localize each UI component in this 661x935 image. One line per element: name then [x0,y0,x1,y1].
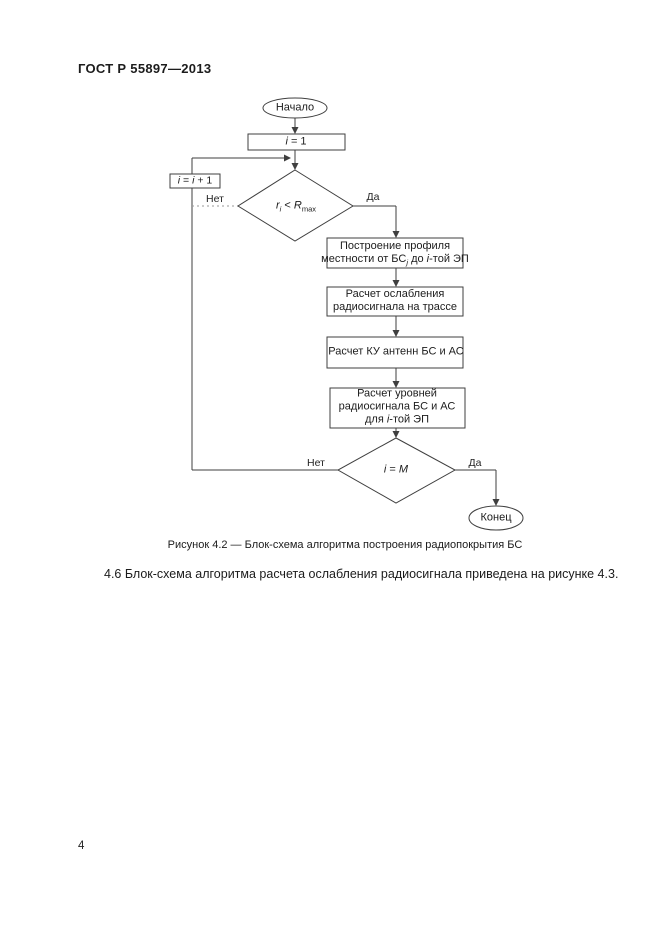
init-label: i = 1 [285,136,306,149]
no1-text: Нет [206,193,224,205]
body-paragraph: 4.6 Блок-схема алгоритма расчета ослабле… [104,567,619,581]
inc-rest: + 1 [194,174,213,187]
inc-eq: = [180,174,193,187]
p2-line1: Расчет ослабления [345,288,445,300]
decision2-label: i = M [384,464,408,477]
p4-line3-var: i [386,413,390,426]
decision2-diamond [336,437,457,504]
d1-op: < [281,199,294,212]
process3-box [326,336,464,369]
init-box [247,133,346,151]
p4-line2: радиосигнала БС и АС [338,400,456,413]
init-rest: = 1 [287,135,307,148]
process3-label: Расчет КУ антенн БС и АС [328,346,463,359]
yes2-label: Да [469,457,482,469]
document-header: ГОСТ Р 55897—2013 [78,61,212,76]
process4-label: Расчет уровней радиосигнала БС и АС для … [339,388,456,427]
p1-line2-pre: местности от БС [321,253,407,265]
inc-var2: i [192,174,195,187]
d2-var: i [383,463,387,476]
p4-line3-post: -той ЭП [389,413,430,426]
p4-line3-pre: для [364,413,387,426]
yes1-text: Да [366,191,380,203]
d2-eq: = [386,463,399,476]
decision1-diamond [237,169,354,242]
process2-box [326,286,464,317]
decision1-label: ri < Rmax [276,200,316,213]
process2-label: Расчет ослабления радиосигнала на трассе [333,288,457,314]
p1-line2-sub: j [406,258,409,268]
d1-bound: R [293,199,302,212]
increment-box [169,173,221,189]
start-label: Начало [276,102,314,115]
end-text: Конец [480,511,512,524]
figure-caption: Рисунок 4.2 — Блок-схема алгоритма постр… [167,539,523,551]
process1-label: Построение профиля местности от БСj до i… [321,240,469,266]
no2-text: Нет [307,457,325,469]
p3-line1: Расчет КУ антенн БС и АС [328,345,464,358]
d2-value: M [398,463,409,476]
p4-line1: Расчет уровней [357,387,437,400]
page-number: 4 [78,840,85,852]
p1-line2-var: i [426,253,430,265]
no2-label: Нет [307,457,325,469]
increment-label: i = i + 1 [178,175,212,188]
p1-line2-post: -той ЭП [429,253,469,265]
end-label: Конец [480,512,511,525]
start-text: Начало [275,101,315,114]
yes1-label: Да [367,191,380,203]
no1-label: Нет [206,193,224,205]
process4-box [329,387,466,429]
d1-var: r [275,199,280,212]
p1-line2-mid: до [408,253,427,265]
arrowheads [284,127,500,506]
d1-var-sub: i [279,204,282,214]
yes2-text: Да [468,457,482,469]
init-var: i [285,135,288,148]
d1-bound-sub: max [301,204,317,214]
p2-line2: радиосигнала на трассе [333,301,457,313]
inc-var1: i [177,174,181,187]
p1-line1: Построение профиля [339,240,451,252]
process1-box [326,237,464,269]
